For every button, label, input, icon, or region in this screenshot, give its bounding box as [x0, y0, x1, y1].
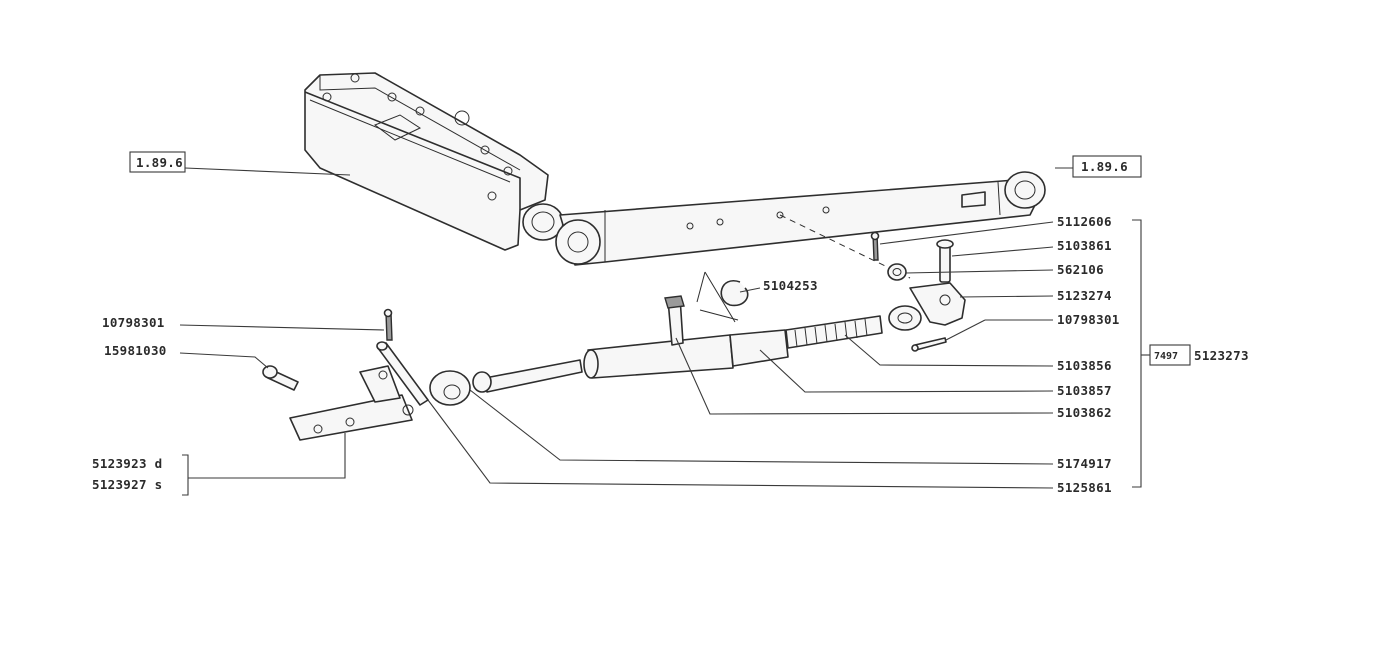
part-label-15981030: 15981030	[104, 343, 167, 358]
pin-5112606	[870, 231, 880, 261]
pin-5103861	[936, 239, 954, 283]
split-pin-left	[383, 308, 393, 341]
ref-box-left	[129, 151, 186, 173]
part-label-5174917: 5174917	[1057, 456, 1112, 471]
ref-label-group: 7497	[1154, 351, 1178, 362]
circlip-5104253	[696, 271, 749, 323]
part-label-5123274: 5123274	[1057, 288, 1112, 303]
split-pin-right	[911, 337, 947, 352]
part-label-5123927: 5123927 s	[92, 477, 162, 492]
lift-housing	[304, 72, 564, 251]
lift-rod	[429, 305, 922, 406]
ref-label-left: 1.89.6	[136, 155, 183, 170]
ref-label-right: 1.89.6	[1081, 159, 1128, 174]
ref-box-right	[1072, 155, 1142, 178]
part-label-5104253: 5104253	[763, 278, 818, 293]
lift-arm	[555, 171, 1046, 279]
bracket-5123923	[289, 365, 414, 441]
part-label-5103856: 5103856	[1057, 358, 1112, 373]
pin-5103862	[664, 295, 685, 346]
part-label-5103857: 5103857	[1057, 383, 1112, 398]
part-label-562106: 562106	[1057, 262, 1104, 277]
part-label-10798301-right: 10798301	[1057, 312, 1120, 327]
bolt-15981030	[262, 365, 299, 391]
part-label-5103861: 5103861	[1057, 238, 1112, 253]
assembly-number: 5123273	[1194, 348, 1249, 363]
part-label-5123923: 5123923 d	[92, 456, 162, 471]
washer-562106	[887, 263, 907, 281]
part-label-5125861: 5125861	[1057, 480, 1112, 495]
clevis-5123274	[909, 282, 966, 326]
part-label-5112606: 5112606	[1057, 214, 1112, 229]
part-label-10798301-left: 10798301	[102, 315, 165, 330]
part-label-5103862: 5103862	[1057, 405, 1112, 420]
